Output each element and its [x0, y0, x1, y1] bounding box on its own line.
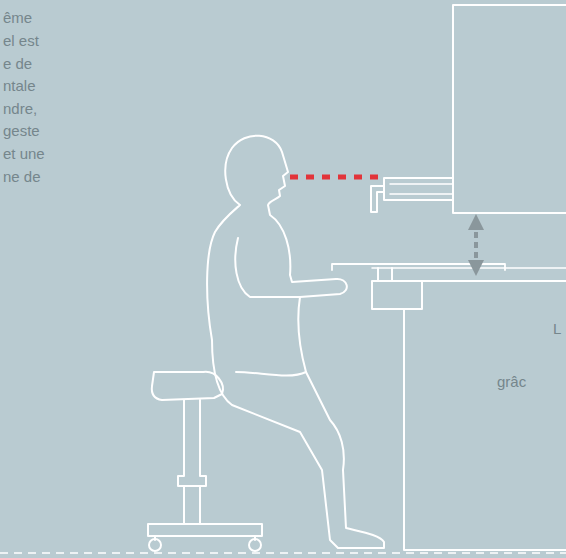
- desk-top: [332, 264, 505, 270]
- stool-base: [148, 524, 262, 536]
- tray-mechanism: [372, 281, 422, 309]
- note-text: el est: [3, 32, 39, 50]
- note-text: L: [553, 320, 561, 338]
- note-text: e de: [3, 55, 32, 73]
- person-thigh: [236, 372, 306, 376]
- stool-wheel-stem: [155, 536, 255, 540]
- floor-line: [0, 552, 566, 554]
- monitor: [453, 5, 566, 213]
- tray-bracket: [378, 268, 392, 281]
- height-arrow: [474, 222, 478, 268]
- desk-body: [404, 281, 566, 550]
- note-text: ndre,: [3, 100, 37, 118]
- note-text: grâc: [497, 373, 526, 391]
- sight-line: [290, 175, 382, 180]
- monitor-arm-detail: [390, 184, 453, 194]
- note-text: et une: [3, 145, 45, 163]
- stool-wheel: [149, 539, 161, 551]
- desk-top-edge: [372, 267, 566, 269]
- note-text: ntale: [3, 77, 36, 95]
- stool-column: [184, 486, 200, 524]
- stool-wheel: [249, 539, 261, 551]
- monitor-arm: [384, 178, 453, 200]
- stool-seat: [152, 372, 223, 400]
- note-text: geste: [3, 122, 40, 140]
- note-text: ne de: [3, 168, 41, 186]
- person-outline: [207, 136, 384, 548]
- person-arm: [235, 238, 300, 297]
- note-text: ême: [3, 9, 32, 27]
- stool-post: [178, 400, 206, 486]
- monitor-bracket: [371, 186, 384, 212]
